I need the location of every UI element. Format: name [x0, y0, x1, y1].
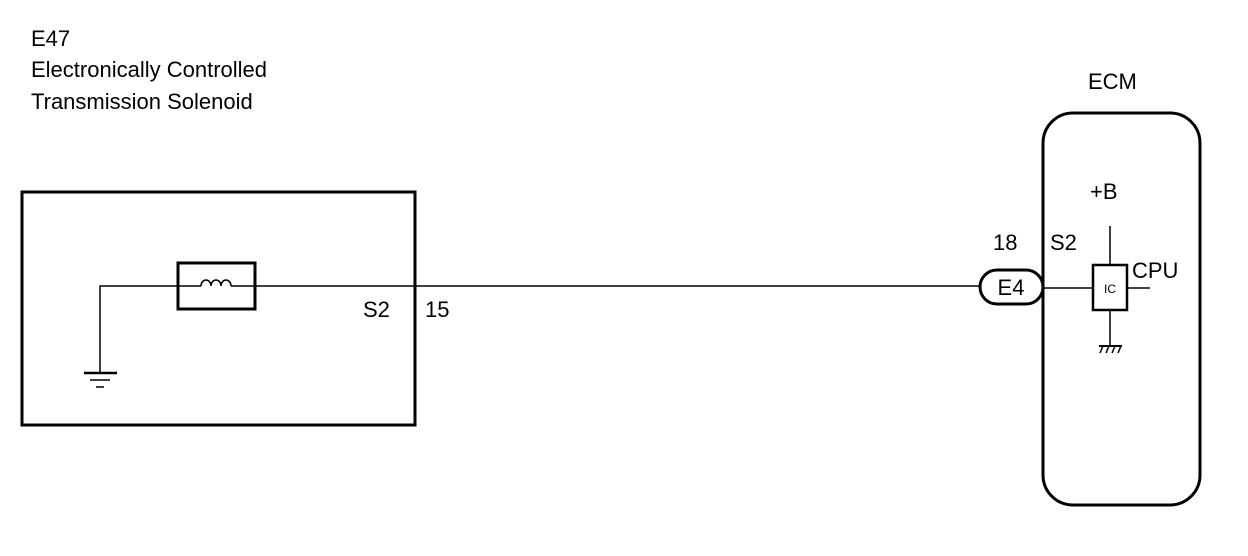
ecm-pin-name: S2: [1050, 230, 1077, 255]
ecm-box: [1041, 111, 1202, 507]
component-name-line2: Transmission Solenoid: [31, 89, 253, 114]
cpu-label: CPU: [1132, 258, 1178, 283]
ic-block: [1091, 263, 1129, 312]
component-name-line1: Electronically Controlled: [31, 57, 267, 82]
chassis-ground-icon: [1099, 345, 1122, 354]
ic-label: IC: [1104, 282, 1116, 296]
connector-e4: [978, 268, 1045, 306]
ecm-title: ECM: [1088, 69, 1137, 94]
ecm-pin-number: 18: [993, 230, 1017, 255]
solenoid-coil-icon: [176, 261, 257, 311]
connector-e4-label: E4: [998, 275, 1025, 300]
component-pin-name: S2: [363, 297, 390, 322]
supply-label: +B: [1090, 179, 1118, 204]
ground-icon: [84, 371, 117, 388]
component-pin-number: 15: [425, 297, 449, 322]
component-code: E47: [31, 26, 70, 51]
solenoid-component-box: [20, 190, 417, 427]
ground-wire: [99, 285, 178, 373]
